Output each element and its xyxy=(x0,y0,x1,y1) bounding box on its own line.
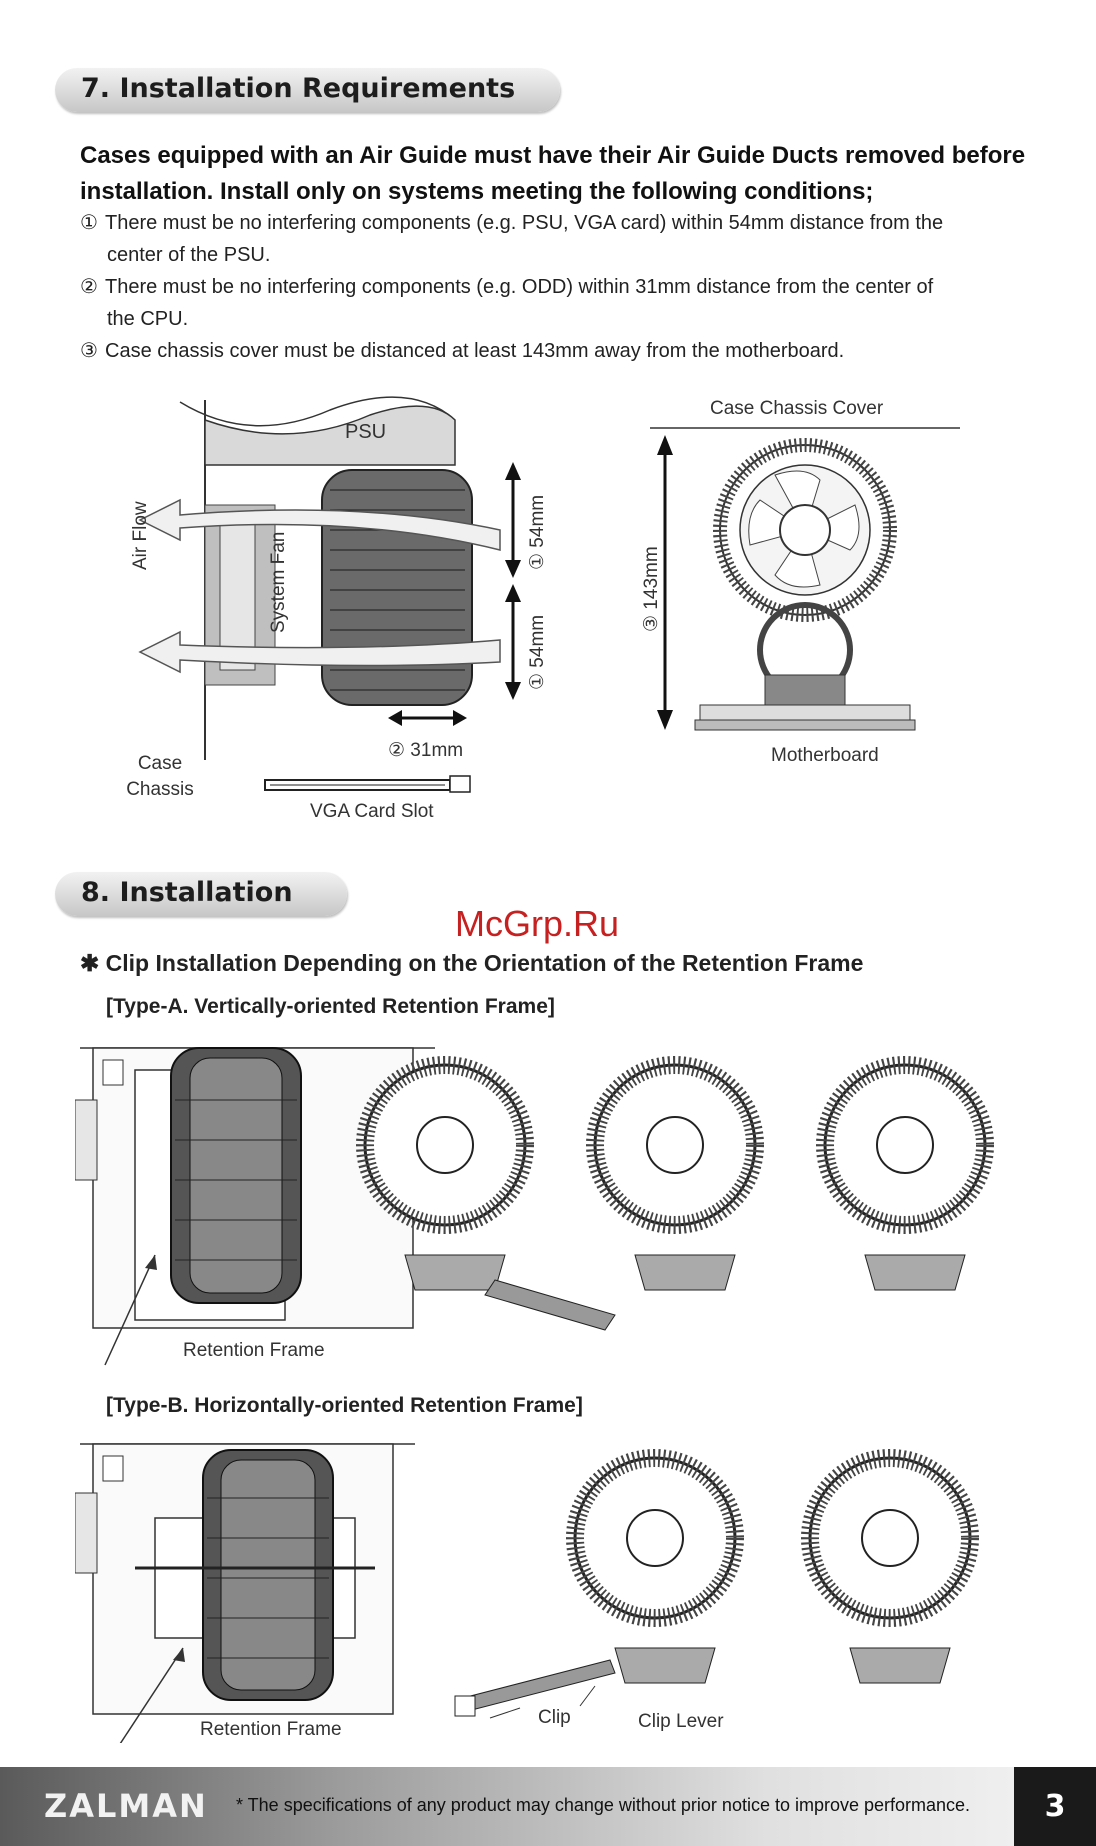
dim-54-bottom-label: ① 54mm xyxy=(527,614,548,690)
dim-31-label: ② 31mm xyxy=(388,740,464,761)
dim-54-top-label: ① 54mm xyxy=(527,494,548,570)
clip-label: Clip xyxy=(538,1707,571,1728)
case-side-diagram xyxy=(138,396,521,793)
cooler-b1 xyxy=(454,1449,744,1717)
case-chassis-label: Case Chassis xyxy=(126,753,194,800)
type-a-retention-frame-label: Retention Frame xyxy=(183,1340,325,1361)
section-7-intro: Cases equipped with an Air Guide must ha… xyxy=(80,142,1026,205)
type-b-diagram xyxy=(75,1443,979,1743)
cooler-a2 xyxy=(586,1056,764,1291)
vga-slot-label: VGA Card Slot xyxy=(310,801,434,822)
case-chassis-cover-label: Case Chassis Cover xyxy=(710,398,884,419)
zalman-logo: ZALMAN xyxy=(44,1787,208,1825)
air-flow-label: Air Flow xyxy=(130,501,151,570)
clip-lever-label: Clip Lever xyxy=(638,1711,724,1732)
cooler-a1 xyxy=(356,1056,616,1331)
type-b-heading: [Type-B. Horizontally-oriented Retention… xyxy=(106,1394,583,1417)
footer-note: * The specifications of any product may … xyxy=(236,1795,971,1815)
section-8-tab: 8. Installation xyxy=(55,872,347,916)
page-number: 3 xyxy=(1014,1767,1096,1846)
section-7-tab: 7. Installation Requirements xyxy=(55,68,560,112)
motherboard-label: Motherboard xyxy=(771,745,879,766)
cooler-front-diagram xyxy=(650,427,960,731)
watermark: McGrp.Ru xyxy=(455,903,620,944)
type-a-diagram xyxy=(75,1047,994,1366)
type-a-heading: [Type-A. Vertically-oriented Retention F… xyxy=(106,995,555,1018)
dim-143-label: ③ 143mm xyxy=(641,546,662,632)
system-fan-label: System Fan xyxy=(268,531,289,633)
section-7-title: 7. Installation Requirements xyxy=(81,73,516,104)
cooler-b2 xyxy=(801,1449,979,1684)
section-8-title: 8. Installation xyxy=(81,877,293,908)
psu-label: PSU xyxy=(345,421,387,443)
footer-bar: ZALMAN * The specifications of any produ… xyxy=(0,1767,1096,1846)
clip-heading: ✱ Clip Installation Depending on the Ori… xyxy=(80,950,864,976)
type-b-retention-frame-label: Retention Frame xyxy=(200,1719,342,1740)
cooler-a3 xyxy=(816,1056,994,1291)
star-icon: ✱ xyxy=(80,950,106,976)
